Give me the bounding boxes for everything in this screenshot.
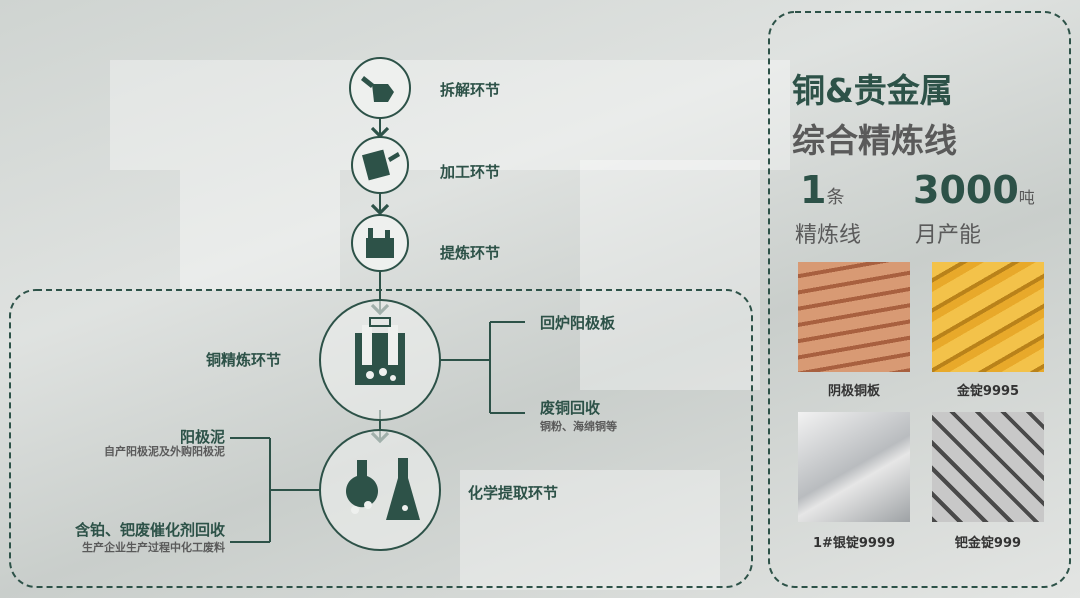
input-catalyst-note: 生产企业生产过程中化工废料 (82, 541, 225, 554)
stat-lines-label: 精炼线 (795, 223, 862, 248)
stat-lines-value: 1 (800, 168, 827, 212)
stat-capacity-value: 3000 (913, 168, 1019, 212)
palladium-ingot-image (932, 412, 1044, 522)
output-anode-plate: 回炉阳极板 (540, 314, 616, 332)
step-chemical-extraction: 化学提取环节 (468, 484, 559, 502)
input-catalyst-recovery: 含铂、钯废催化剂回收 (74, 521, 225, 539)
caption-cathode-copper: 阴极铜板 (827, 384, 880, 399)
wrench-hand-icon (361, 76, 394, 102)
background-building (110, 60, 790, 170)
chemical-circle (319, 429, 441, 551)
output-scrap-copper-note: 铜粉、海绵铜等 (540, 420, 617, 433)
input-connector (230, 437, 320, 543)
output-scrap-copper: 废铜回收 (540, 399, 601, 417)
background-building (460, 470, 720, 590)
input-anode-slime: 阳极泥 (179, 428, 225, 446)
background-building (180, 170, 340, 290)
panel-title-line1: 铜&贵金属 (792, 71, 953, 110)
stat-capacity: 3000吨 (913, 168, 1035, 212)
circuit-board-icon (362, 149, 400, 181)
cathode-copper-image (798, 262, 910, 372)
electrolysis-tank-icon (355, 317, 405, 385)
caption-silver-ingot: 1#银锭9999 (812, 536, 896, 551)
stat-capacity-unit: 吨 (1018, 188, 1035, 207)
stat-capacity-label: 月产能 (915, 223, 982, 248)
input-anode-slime-note: 自产阳极泥及外购阳极泥 (104, 445, 225, 458)
output-connector (440, 321, 525, 414)
panel-title-line2: 综合精炼线 (792, 121, 957, 160)
silver-ingot-image (798, 412, 910, 522)
gold-ingot-image (932, 262, 1044, 372)
caption-gold-ingot: 金锭9995 (956, 384, 1020, 399)
step-disassembly: 拆解环节 (440, 81, 501, 99)
caption-palladium-ingot: 钯金锭999 (954, 536, 1022, 551)
factory-icon (366, 228, 394, 258)
step-copper-refining: 铜精炼环节 (206, 351, 282, 369)
step-processing: 加工环节 (440, 163, 501, 181)
lab-flask-icon (346, 458, 420, 520)
stat-lines-unit: 条 (826, 187, 845, 208)
step-extraction: 提炼环节 (440, 244, 501, 262)
background-building (580, 160, 760, 390)
panel-border (768, 11, 1071, 588)
stat-lines: 1条 (800, 168, 844, 212)
